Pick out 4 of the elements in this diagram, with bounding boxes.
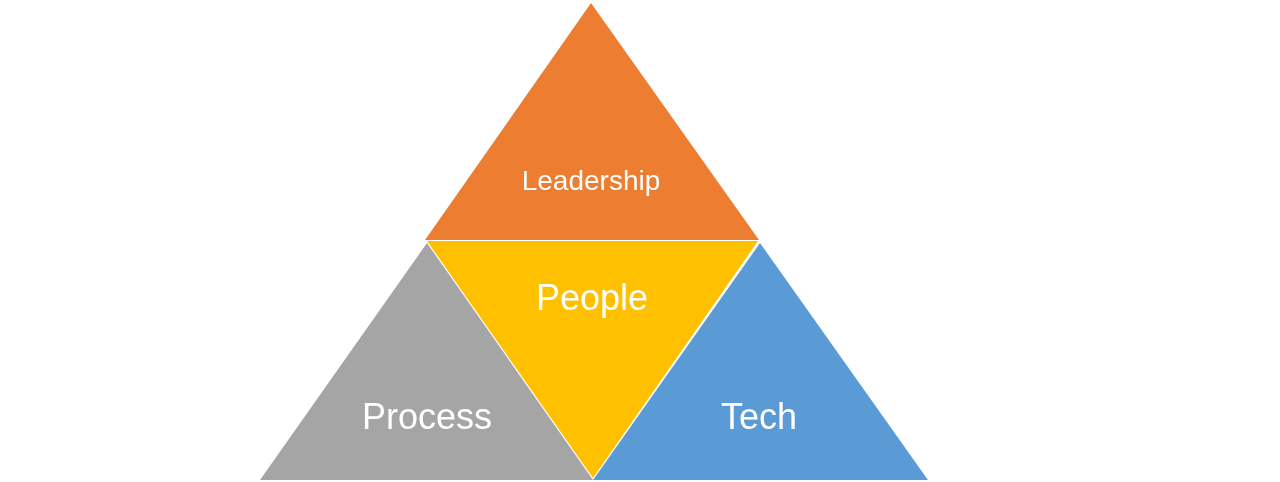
segment-label: People [535,280,649,316]
segment-label: Leadership [521,167,661,195]
segment-label: Process [362,399,492,435]
segment-label: Tech [721,399,797,435]
